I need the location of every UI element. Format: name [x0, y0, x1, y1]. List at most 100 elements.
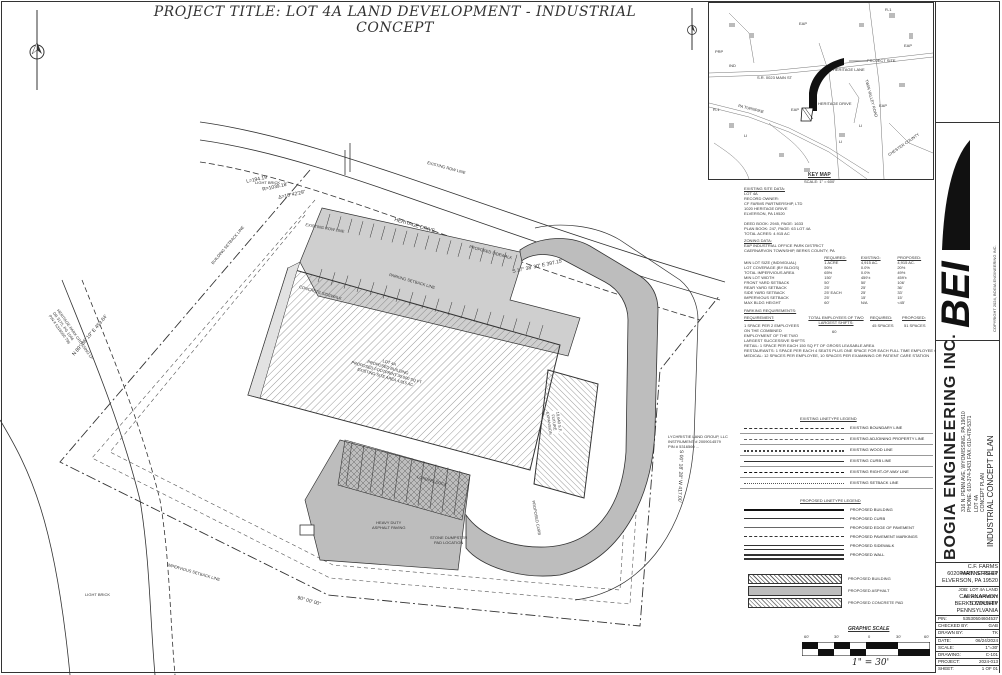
- dumpster-label-line: STONE DUMPSTER: [430, 535, 468, 540]
- parking-stall-line: [369, 223, 375, 238]
- parking-required: 45 SPACES: [872, 323, 894, 328]
- client-line: 6020 MAIN STREET: [947, 571, 998, 577]
- parking-stall-line: [446, 240, 452, 255]
- parking-header: REQUIRED:: [870, 315, 893, 320]
- hatch-legend-label: PROPOSED ASPHALT: [848, 588, 890, 593]
- client-line: C.F. FARMS PARTNERSHIP: [959, 564, 998, 577]
- parking-stall-line: [457, 242, 463, 257]
- parking-stall-line: [325, 213, 331, 229]
- retail-note-line: RETAIL: 1 SPACE PER EACH 150 SQ FT OF GR…: [744, 343, 875, 348]
- parking-proposed: 51 SPACES: [904, 323, 926, 328]
- project-title: PROJECT TITLE: LOT 4A LAND DEVELOPMENT -…: [153, 4, 637, 36]
- title-block-row: DRAWN BY:TK: [936, 629, 1000, 637]
- key-map-label: PROJECT SITE: [867, 58, 896, 63]
- linetype-swatch: [744, 483, 844, 484]
- zoning-table-cell: 65%: [824, 270, 833, 275]
- title-block-value: 53530504604537: [962, 616, 998, 621]
- parking-stall-line: [525, 321, 531, 335]
- legend-row: PROPOSED EDGE OF PAVEMENT: [740, 524, 933, 533]
- scale-tick: 60': [924, 634, 930, 639]
- zoning-table-cell: N/A: [860, 300, 868, 305]
- zoning-table-header: REQUIRED:EXISTING:PROPOSED:: [744, 255, 934, 260]
- retail-note-line: MEDICAL: 12 SPACES PER EMPLOYEE, 10 SPAC…: [744, 353, 930, 358]
- parking-stall-line: [435, 237, 441, 253]
- title-block-key: SHEET:: [938, 666, 954, 672]
- legend-title: PROPOSED LINETYPE LEGEND: [800, 498, 861, 503]
- zoning-table-cell: 50%: [824, 265, 833, 270]
- adjacent-owner-line: PIN # 5316560 ...: [668, 444, 700, 449]
- title-block-value: C-101: [985, 652, 998, 657]
- linetype-swatch: [744, 461, 844, 462]
- zoning-table-cell: 33': [897, 290, 903, 295]
- zoning-table-cell: 25': [860, 285, 867, 290]
- parking-stall-line: [512, 254, 518, 269]
- zoning-table-cell: PROPOSED:: [897, 255, 922, 260]
- title-block-value: 1 OF 01: [981, 666, 998, 672]
- linetype-swatch: [744, 509, 844, 511]
- key-map-label: HERITAGE LANE: [833, 67, 865, 72]
- title-block-key: PROJECT:: [938, 659, 960, 665]
- title-block-key: DRAWN BY:: [938, 630, 964, 636]
- legend-row: EXISTING SETBACK LINE: [740, 479, 933, 489]
- parking-stall-line: [479, 247, 485, 262]
- linetype-swatch: [744, 428, 844, 429]
- client-line: ELVERSON, PA 19520: [941, 578, 998, 584]
- hatch-legend-label: PROPOSED CONCRETE PAD: [848, 600, 904, 605]
- existing-site-data-line: DEED BOOK: 2945, PAGE: 1633: [744, 221, 804, 226]
- legend-row: EXISTING BOUNDARY LINE: [740, 424, 933, 434]
- legend-label: PROPOSED SIDEWALK: [850, 543, 895, 548]
- asphalt-hatch-swatch: [748, 586, 842, 596]
- zoning-table-cell: REAR YARD SETBACK: [744, 285, 787, 290]
- loading-dock-line: [453, 470, 461, 515]
- title-block-row: DRAWING:C-101: [936, 651, 1000, 659]
- zoning-table-cell: 4,915 AC.: [897, 260, 915, 265]
- scale-bar: [802, 642, 930, 656]
- firm-name: BOGIA ENGINEERING INC.: [942, 333, 959, 560]
- zoning-table-cell: <45': [897, 300, 905, 305]
- zoning-table-cell: 25': [824, 285, 830, 290]
- existing-site-data-line: PLAN BOOK: 247, PAGE: 63 LOT 4A: [744, 226, 811, 231]
- key-map-drawing: [709, 3, 933, 179]
- existing-site-data-line: RECORD OWNER:: [744, 196, 779, 201]
- linetype-swatch: [744, 536, 844, 537]
- plan-label: S 00° 18' 28" W 417.00': [676, 449, 684, 503]
- legend-row: EXISTING RIGHT-OF-WAY LINE: [740, 468, 933, 478]
- firm-phone: PHONE: 610-374-3431 FAX: 610-478-5371: [967, 415, 973, 512]
- zoning-line: CAERNARVON TOWNSHIP, BERKS COUNTY, PA: [744, 248, 835, 253]
- title-block-key: PIN:: [938, 616, 947, 621]
- key-map: S.R. 0023 MAIN ST HERITAGE LANE HERITAGE…: [708, 2, 934, 180]
- existing-site-data-line: 1020 HERITAGE DRIVE: [744, 206, 788, 211]
- zoning-table-cell: 60': [824, 300, 830, 305]
- zoning-table-cell: 459'±: [860, 275, 871, 280]
- zoning-table-cell: TOTAL IMPERVIOUS AREA: [744, 270, 795, 275]
- plan-label: LIGHT BRICK: [255, 180, 281, 185]
- zoning-line: EAP INDUSTRIAL OFFICE PARK DISTRICT: [744, 243, 824, 248]
- bei-logo-icon: [942, 140, 970, 250]
- existing-site-data-line: ELVERSON, PA 19520: [744, 211, 785, 216]
- loading-dock-line: [393, 454, 401, 499]
- job-line: CAERNARVON TOWNSHIP: [959, 594, 998, 607]
- key-map-label: EAP: [879, 103, 888, 108]
- scale-tick: 30': [896, 634, 902, 639]
- parking-stall-line: [447, 301, 453, 316]
- dumpster-label-line: PAD LOCATION: [434, 540, 464, 545]
- legend-label: EXISTING ADJOINING PROPERTY LINE: [850, 436, 925, 441]
- north-arrow-icon: [29, 10, 45, 90]
- zoning-table-cell: REQUIRED:: [824, 255, 847, 260]
- plan-label: LIGHT BRICK: [85, 592, 111, 597]
- linetype-swatch: [744, 472, 844, 473]
- parking-stall-line: [358, 221, 364, 236]
- linetype-swatch: [744, 518, 844, 519]
- job-line: JOB: LOT 4A LAND DEVELOPMENT: [958, 587, 998, 599]
- zoning-table-cell: 0.0%: [860, 265, 870, 270]
- key-map-label: S.R. 0023 MAIN ST: [757, 75, 793, 80]
- hatch-legend-label: PROPOSED BUILDING: [848, 576, 891, 581]
- key-map-label: LI: [839, 139, 843, 144]
- zoning-table-row: LOT COVERAGE (BY BLDGS)50%0.0%20%: [744, 265, 934, 270]
- loading-dock-line: [345, 441, 353, 487]
- title-block-row: CHECKED BY:GAB: [936, 622, 1000, 630]
- title-block-row: PIN: 53530504604537: [936, 615, 1000, 623]
